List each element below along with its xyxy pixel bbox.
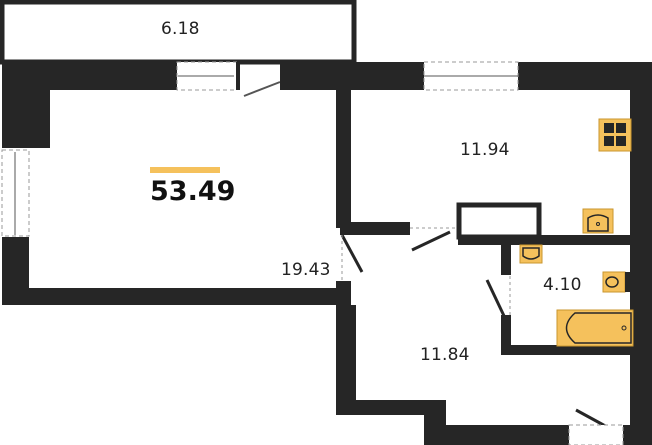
window-living-room <box>1 149 30 237</box>
living-room-area-label: 19.43 <box>281 260 331 280</box>
balcony-area-label: 6.18 <box>161 19 200 39</box>
balcony-door <box>243 62 284 97</box>
entrance-door <box>568 408 624 445</box>
kitchen-door <box>410 227 455 252</box>
window-balcony <box>176 61 240 91</box>
living-room-walls <box>2 62 424 305</box>
toilet-icon <box>602 271 635 293</box>
kitchen-area-label: 11.94 <box>460 140 510 160</box>
stove-icon <box>598 118 632 152</box>
bathroom-door <box>485 276 511 319</box>
bathtub-icon <box>556 309 634 347</box>
kitchen-sink-icon <box>582 208 614 234</box>
total-area-accent-bar <box>150 167 220 173</box>
total-area-label: 53.49 <box>150 176 236 207</box>
bathroom-walls <box>501 245 636 355</box>
hallway-walls <box>336 305 652 445</box>
living-room-door <box>340 234 364 280</box>
window-kitchen <box>423 61 519 91</box>
hallway-area-label: 11.84 <box>420 345 470 365</box>
washbasin-icon <box>519 244 543 264</box>
bathroom-area-label: 4.10 <box>543 275 582 295</box>
